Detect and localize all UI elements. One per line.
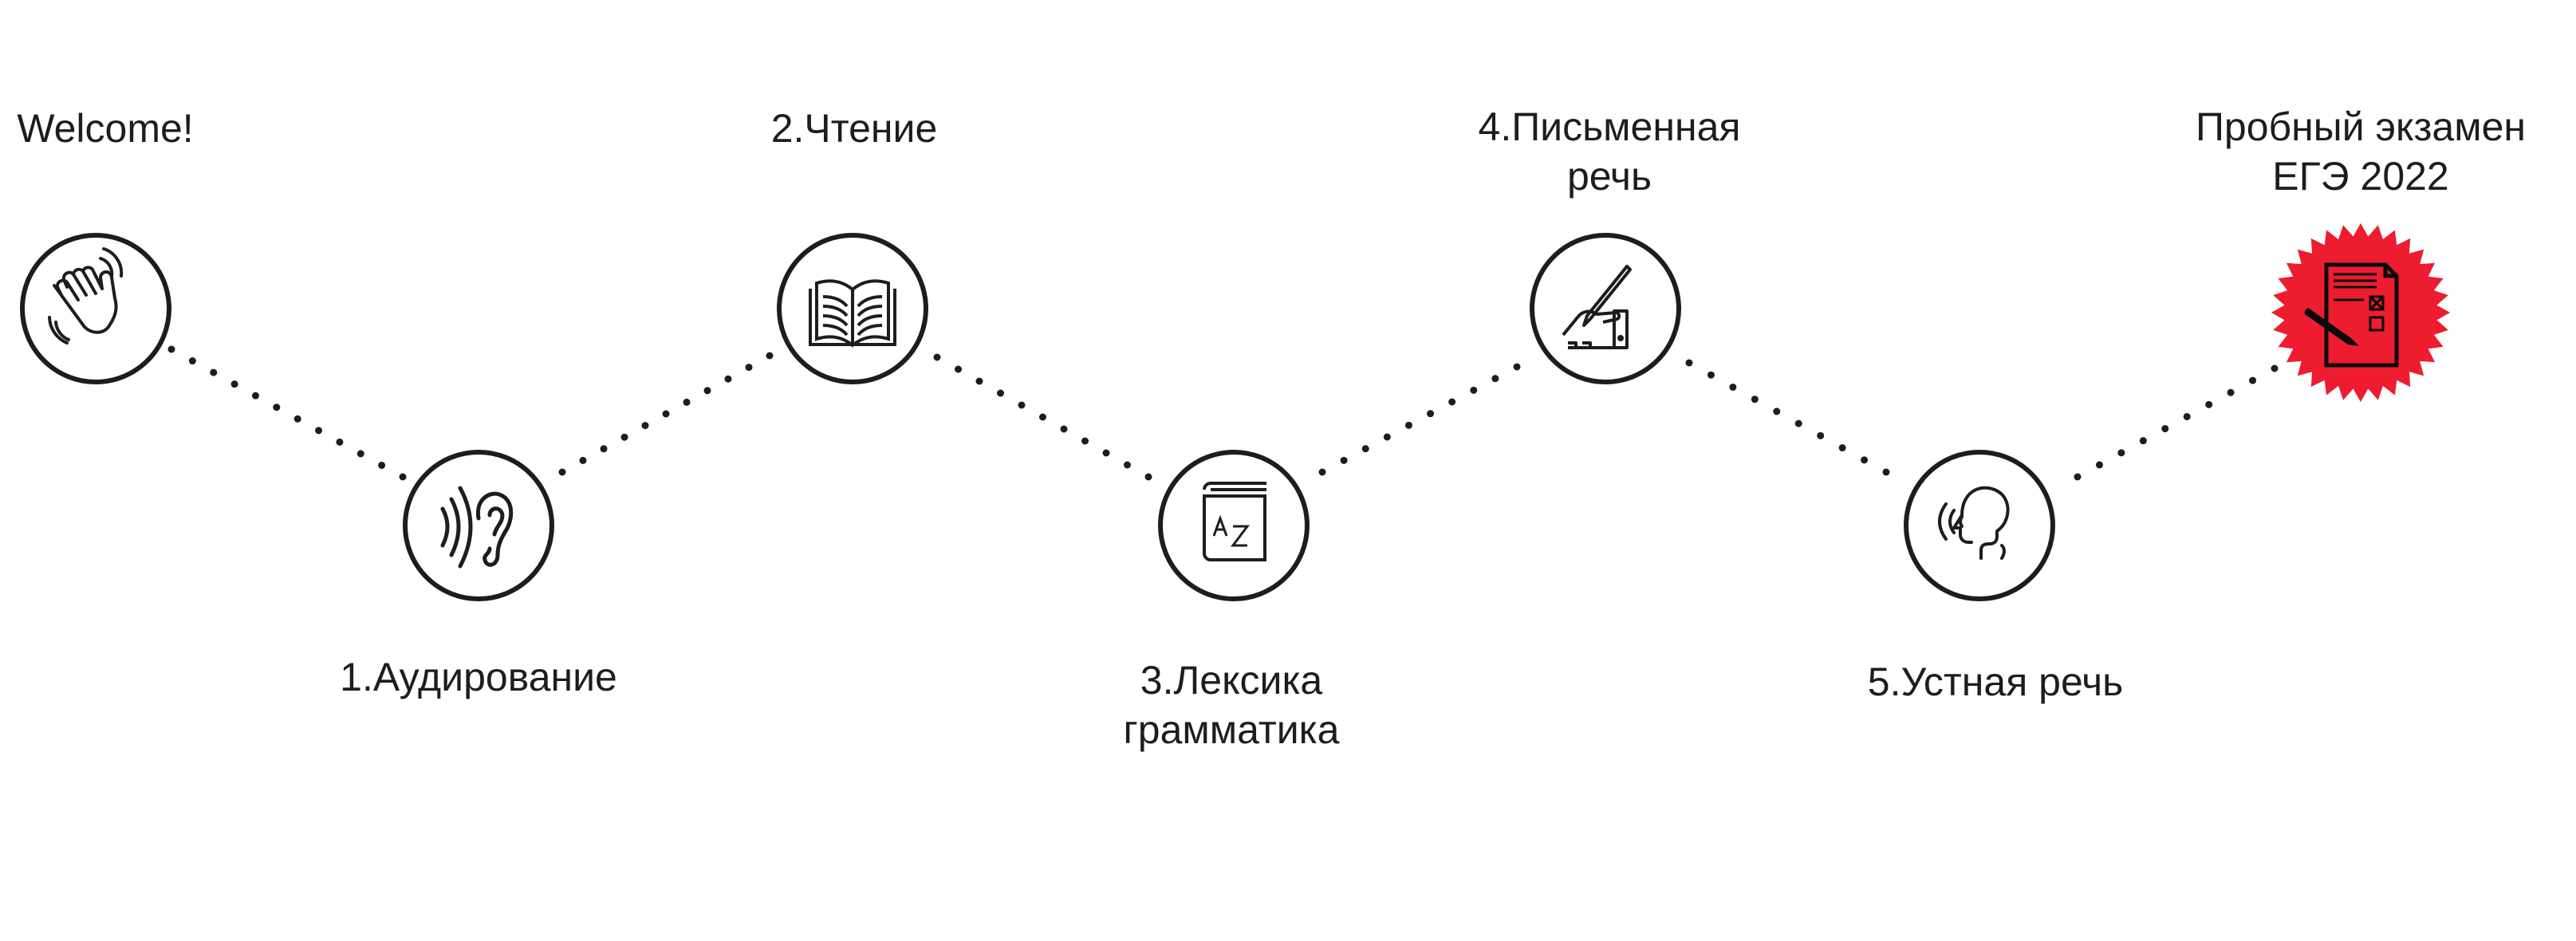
connector-dot [2249, 376, 2257, 384]
dictionary-az-icon [1203, 482, 1266, 561]
connector-dot [315, 427, 323, 435]
connector-dot [620, 433, 628, 441]
connector-dot [1318, 468, 1326, 476]
connector-dot [1729, 383, 1737, 391]
connector-dot [1081, 437, 1089, 445]
ear-icon [440, 486, 514, 569]
connector-dot [2205, 400, 2213, 408]
connector-dot [1102, 449, 1110, 457]
connector-dot [1340, 456, 1348, 464]
connector-dot [724, 375, 732, 383]
writing-hand-icon [1562, 265, 1632, 349]
connector-dot [2271, 364, 2279, 372]
exam-badge[interactable] [2271, 223, 2450, 402]
step-circle-listening[interactable] [403, 450, 554, 601]
connector-dot [955, 365, 962, 373]
connector-dot [1448, 398, 1456, 406]
connector-dot [745, 364, 753, 372]
connector-dot [378, 461, 386, 469]
connector-dot [1060, 425, 1068, 433]
connector-dot [600, 445, 608, 453]
connector-dot [1817, 431, 1825, 439]
label-reading: 2.Чтение [771, 104, 938, 153]
label-line: 2.Чтение [770, 106, 938, 151]
connector-dot [1404, 421, 1412, 429]
connector-dot [2095, 461, 2103, 469]
connector-dot [1513, 363, 1521, 371]
connector-dot [2117, 449, 2125, 457]
step-circle-writing[interactable] [1530, 233, 1681, 384]
connector-dot [1427, 410, 1435, 418]
connector-dot [1124, 461, 1131, 469]
connector-dot [188, 357, 196, 365]
connector-dot [1707, 371, 1715, 379]
connector-dot [1383, 433, 1391, 441]
label-line: Пробный экзамен [2195, 104, 2527, 149]
connector-dot [251, 392, 259, 400]
label-line: 5.Устная речь [1867, 659, 2124, 704]
connector-dot [1773, 408, 1781, 415]
connector-dot [336, 438, 344, 446]
step-circle-vocabulary[interactable] [1158, 450, 1310, 601]
label-line: ЕГЭ 2022 [2272, 154, 2449, 199]
label-line: 4.Письменная [1478, 104, 1741, 149]
connector-dot [293, 415, 301, 423]
connector-dot [683, 398, 691, 406]
connector-dot [1144, 473, 1152, 481]
label-line: грамматика [1123, 707, 1340, 752]
connector-dot [933, 353, 941, 361]
connector-dot [2161, 425, 2169, 433]
connector-dot [1470, 386, 1478, 394]
label-welcome: Welcome! [17, 104, 193, 153]
connector-dot [766, 352, 774, 360]
exam-document-icon [2271, 223, 2450, 402]
connector-dot [641, 422, 649, 430]
connector-dot [1794, 419, 1802, 427]
connector-dot [399, 473, 407, 481]
connector-dot [356, 450, 364, 458]
connector-dot [1882, 468, 1890, 476]
connector-dot [2183, 412, 2191, 420]
connector-dot [1491, 375, 1499, 383]
connector-dot [2139, 437, 2147, 445]
dotted-connectors [167, 345, 2279, 481]
connector-dot [210, 368, 218, 376]
label-line: 3.Лексика [1140, 658, 1323, 703]
connector-dot [1838, 444, 1846, 452]
connector-dot [1361, 445, 1369, 453]
label-speaking: 5.Устная речь [1868, 657, 2123, 707]
connector-dot [703, 387, 711, 395]
connector-dot [2227, 388, 2235, 396]
label-listening: 1.Аудирование [340, 652, 617, 702]
label-writing: 4.Письменная речь [1479, 102, 1741, 201]
label-line: речь [1566, 154, 1652, 199]
step-circle-reading[interactable] [777, 233, 928, 384]
connector-dot [1751, 396, 1759, 404]
connector-dot [1861, 456, 1869, 464]
speaking-head-icon [1938, 486, 2010, 560]
waving-hand-icon [48, 247, 124, 345]
open-book-icon [809, 279, 896, 348]
connector-dot [579, 456, 587, 464]
label-line: 1.Аудирование [340, 655, 617, 699]
connector-dot [2074, 473, 2082, 481]
connector-dot [1685, 359, 1693, 367]
connector-dot [997, 389, 1004, 397]
connector-dot [558, 468, 566, 476]
label-line: Welcome! [17, 106, 194, 151]
connector-dot [167, 345, 175, 353]
connector-dot [1039, 413, 1046, 421]
connector-dot [1018, 401, 1026, 409]
connector-dot [230, 380, 238, 388]
connector-dot [273, 404, 281, 411]
step-circle-welcome[interactable] [20, 233, 171, 384]
connector-dot [975, 377, 983, 385]
step-circle-speaking[interactable] [1904, 450, 2055, 601]
connector-dot [662, 410, 670, 418]
